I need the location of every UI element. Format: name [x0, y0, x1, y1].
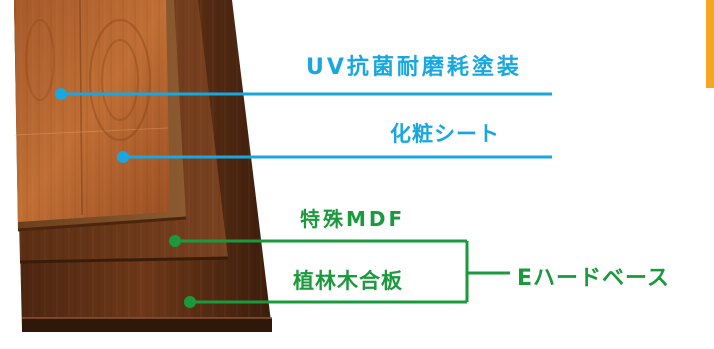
mdf-callout: [169, 235, 467, 247]
special-mdf-label: 特殊MDF: [300, 207, 406, 231]
plywood-callout: [184, 296, 467, 308]
uv-coating-label: UV抗菌耐磨耗塗装: [306, 55, 522, 80]
decor-sheet-label: 化粧シート: [390, 122, 500, 146]
accent-bar: [706, 0, 714, 88]
decor-sheet-callout: [117, 151, 552, 163]
e-hard-base-bracket: [465, 241, 510, 302]
plywood-label: 植林木合板: [293, 269, 403, 293]
e-hard-base-label: Eハードベース: [517, 266, 670, 291]
top-wood-surface: [13, 0, 170, 222]
uv-coating-callout: [55, 88, 552, 100]
